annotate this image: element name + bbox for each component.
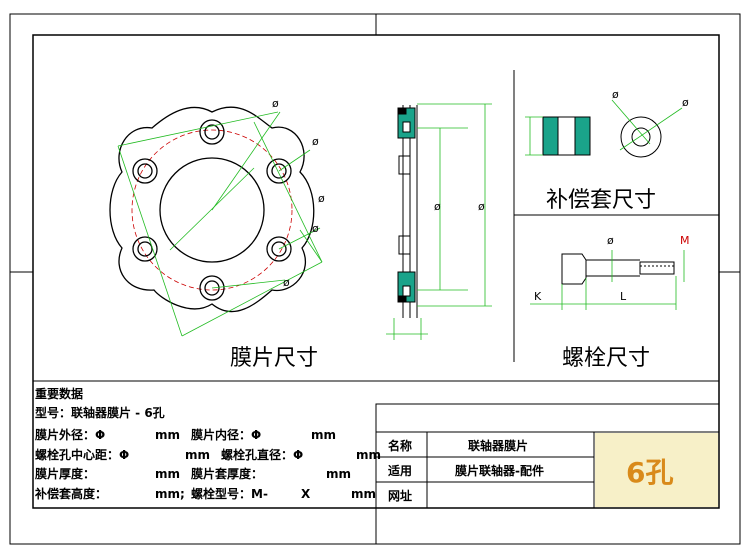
title-use-value: 膜片联轴器-配件 <box>455 464 544 478</box>
title-name-value: 联轴器膜片 <box>468 439 529 453</box>
dim-bolt-m: M <box>680 234 690 247</box>
spec-inner-diameter-label: 膜片内径：Φ <box>191 428 262 442</box>
spec-bolt-model-x: X <box>301 487 311 501</box>
specs-model: 型号：联轴器膜片 - 6孔 <box>35 406 165 420</box>
specs-row-3: 膜片厚度： mm 膜片套厚度： mm <box>35 465 351 482</box>
dim-bolt-l: L <box>620 290 627 303</box>
spec-inner-diameter-unit: mm <box>311 428 337 442</box>
spec-bolt-model-unit: mm <box>351 487 377 501</box>
dim-section-inner: ø <box>434 200 441 213</box>
bolt-dimension-lines <box>530 250 685 310</box>
bolt-view <box>561 253 675 285</box>
specs-row-2: 螺栓孔中心距：Φ mm 螺栓孔直径：Φ mm <box>35 446 381 463</box>
spec-bolt-hole-unit: mm <box>356 448 382 462</box>
spec-thickness-label: 膜片厚度： <box>35 467 96 481</box>
spec-thickness-unit: mm <box>155 467 181 481</box>
spec-bolt-circle-label: 螺栓孔中心距：Φ <box>35 448 130 462</box>
diaphragm-section-view <box>397 105 418 318</box>
diaphragm-dimension-lines <box>117 111 323 337</box>
dim-bolt-circle: ø <box>318 192 325 205</box>
dim-inner-diameter: ø <box>312 222 319 235</box>
title-block-grid <box>375 403 720 509</box>
title-name-label: 名称 <box>388 439 413 453</box>
spec-sleeve-thickness-unit: mm <box>326 467 352 481</box>
spec-sleeve-height-label: 补偿套高度： <box>35 487 108 501</box>
holes-count-badge: 6孔 <box>626 456 674 489</box>
title-url-label: 网址 <box>388 489 413 503</box>
dim-bolt-shank: ø <box>607 234 614 247</box>
dim-hole-diameter: ø <box>312 135 319 148</box>
diaphragm-front-view <box>109 106 315 313</box>
title-use-label: 适用 <box>388 464 413 478</box>
spec-outer-diameter-label: 膜片外径：Φ <box>35 428 106 442</box>
specs-row-1: 膜片外径：Φ mm 膜片内径：Φ mm <box>35 426 336 443</box>
bolt-size-label: 螺栓尺寸 <box>562 346 651 371</box>
spec-sleeve-height-unit: mm; <box>155 487 185 501</box>
dim-outer-diameter: ø <box>272 97 279 110</box>
spec-outer-diameter-unit: mm <box>155 428 181 442</box>
dim-section-outer: ø <box>478 200 485 213</box>
specs-heading: 重要数据 <box>35 387 84 401</box>
spec-bolt-model-label: 螺栓型号：M- <box>191 487 268 501</box>
spec-bolt-circle-unit: mm <box>185 448 211 462</box>
section-dimension-lines <box>386 103 492 340</box>
dim-bolt-k: K <box>534 290 542 303</box>
sleeve-size-label: 补偿套尺寸 <box>546 188 657 213</box>
sleeve-dimension-lines <box>525 99 683 156</box>
dim-hub-diameter: ø <box>283 276 290 289</box>
diaphragm-size-label: 膜片尺寸 <box>230 346 319 371</box>
holes-badge-bg <box>595 433 718 507</box>
dim-sleeve-outer: ø <box>682 96 689 109</box>
sleeve-view <box>542 116 662 158</box>
spec-bolt-hole-label: 螺栓孔直径：Φ <box>221 448 304 462</box>
dim-sleeve-inner: ø <box>612 88 619 101</box>
spec-sleeve-thickness-label: 膜片套厚度： <box>191 467 264 481</box>
